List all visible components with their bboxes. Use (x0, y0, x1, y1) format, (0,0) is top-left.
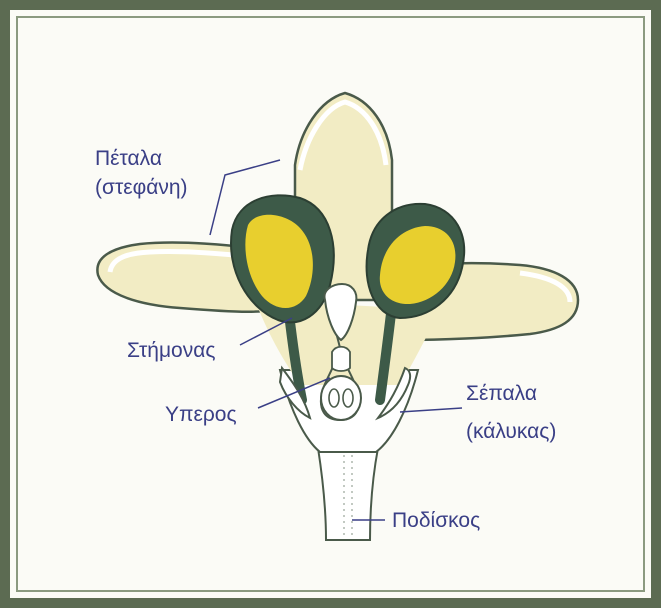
label-sepals-line1: Σέπαλα (466, 382, 537, 405)
label-stamens: Στήμονας (127, 339, 216, 362)
label-petals-line1: Πέταλα (95, 147, 162, 170)
label-sepals-line2: (κάλυκας) (466, 420, 556, 443)
label-petals-line2: (στεφάνη) (95, 176, 188, 199)
pedicel-shape (318, 448, 378, 540)
label-pedicel: Ποδίσκος (392, 509, 480, 532)
label-pistil: Υπερος (165, 403, 237, 426)
